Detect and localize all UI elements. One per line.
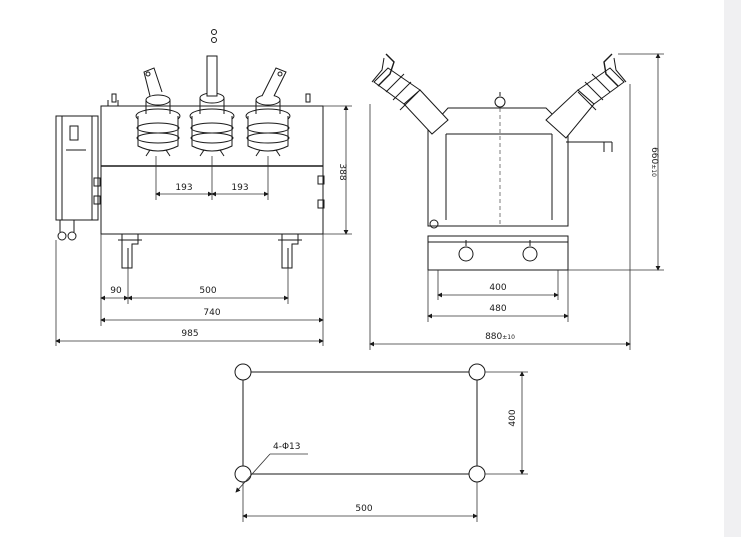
mount-hole-top-left — [234, 363, 252, 381]
dim-label-front-height: 388 — [337, 163, 347, 180]
dim-side-height: 660±10 — [568, 53, 664, 271]
bushing-center — [189, 29, 235, 157]
dim-label-plan-y: 400 — [508, 409, 518, 426]
dim-label-pitch-left: 193 — [175, 183, 192, 193]
bushing-left — [135, 67, 181, 157]
mount-hole-top-right — [468, 363, 486, 381]
mounting-feet — [118, 234, 302, 269]
side-bushing-left — [371, 53, 449, 135]
dim-label-overall-length: 985 — [181, 329, 198, 339]
hole-note: 4-Φ13 — [273, 442, 301, 452]
side-bushing-right — [545, 53, 627, 152]
dim-label-plan-x: 500 — [355, 504, 372, 514]
dim-side-widths: 400 480 880±10 — [369, 84, 631, 350]
dim-front-height: 388 — [323, 105, 352, 235]
dim-label-mount-span: 500 — [199, 286, 216, 296]
dim-label-mount-inner: 400 — [489, 283, 506, 293]
hole-callout: 4-Φ13 — [235, 442, 308, 493]
right-edge-strip — [724, 0, 741, 537]
dim-label-side-height: 660±10 — [649, 147, 659, 177]
control-box — [55, 115, 101, 241]
dim-front-lengths: 90 500 740 985 — [55, 234, 324, 346]
dim-plan-y: 400 — [485, 371, 528, 475]
mount-hole-bottom-left — [234, 465, 252, 483]
dim-label-offset: 90 — [110, 286, 122, 296]
dim-label-side-overall: 880±10 — [485, 332, 515, 342]
dim-bushing-pitch: 193 193 — [155, 156, 269, 200]
foundation-plan: 4-Φ13 400 500 — [234, 363, 528, 522]
dim-label-pitch-right: 193 — [231, 183, 248, 193]
mount-hole-bottom-right — [468, 465, 486, 483]
side-view: 660±10 400 480 880±10 — [369, 53, 664, 350]
front-view: 193 193 388 90 500 740 985 — [55, 29, 352, 346]
dim-plan-x: 500 — [242, 482, 478, 522]
bushing-right — [245, 67, 291, 157]
dim-label-tank-length: 740 — [203, 308, 220, 318]
dim-label-mount-outer: 480 — [489, 304, 506, 314]
